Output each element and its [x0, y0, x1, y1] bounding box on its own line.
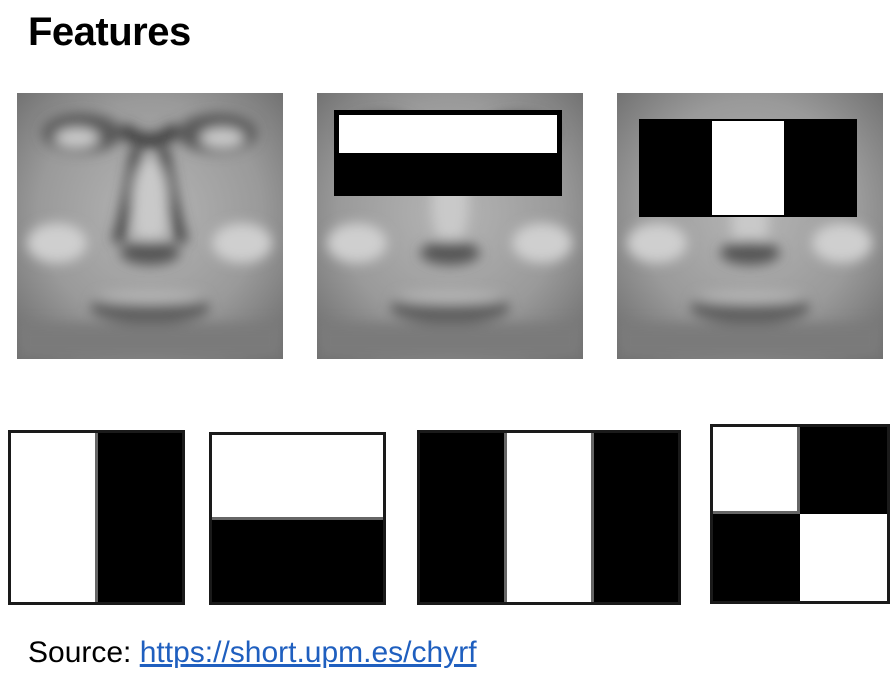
- slide-title: Features: [28, 10, 191, 54]
- haar-feature-overlay-horizontal: [334, 110, 562, 196]
- feature-white-region: [504, 433, 594, 602]
- feature-white-region: [212, 435, 383, 520]
- feature-black-region: [594, 433, 678, 602]
- face-image-three-rect-feature: [617, 93, 883, 359]
- feature-black-region: [783, 121, 855, 215]
- face-image-horizontal-feature: [317, 93, 583, 359]
- feature-white-region: [713, 427, 800, 514]
- source-label: Source:: [28, 636, 132, 669]
- feature-two-rect-vertical: [8, 430, 185, 605]
- feature-two-rect-horizontal: [209, 432, 386, 605]
- feature-black-region: [800, 427, 887, 514]
- feature-black-region: [98, 433, 182, 602]
- feature-three-rect-vertical: [417, 430, 681, 605]
- feature-four-rect-checkerboard: [710, 424, 890, 604]
- face-image-original: [17, 93, 283, 359]
- feature-black-region: [420, 433, 504, 602]
- feature-black-region: [713, 514, 800, 601]
- feature-black-region: [212, 520, 383, 602]
- feature-black-region: [339, 153, 557, 191]
- haar-feature-overlay-three-rect: [639, 119, 857, 217]
- face-illustration: [17, 93, 283, 359]
- source-citation: Source: https://short.upm.es/chyrf: [28, 636, 477, 670]
- feature-white-region: [712, 121, 784, 215]
- source-link[interactable]: https://short.upm.es/chyrf: [139, 636, 477, 669]
- feature-white-region: [339, 115, 557, 153]
- feature-white-region: [800, 514, 887, 601]
- feature-black-region: [641, 121, 713, 215]
- feature-white-region: [11, 433, 98, 602]
